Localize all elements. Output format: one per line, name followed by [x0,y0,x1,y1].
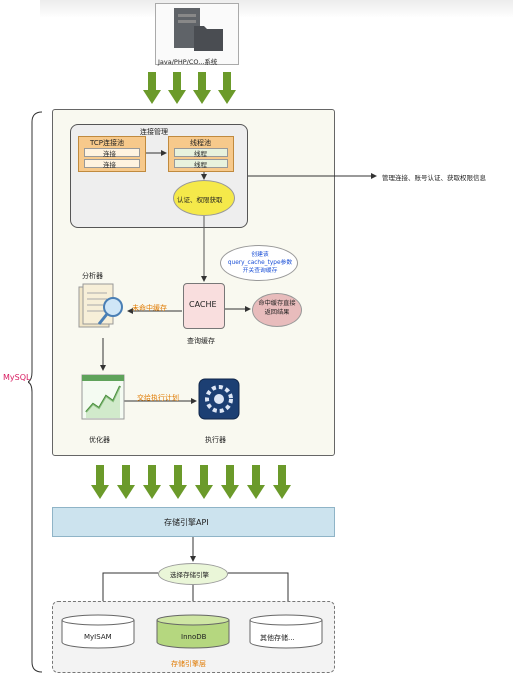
down-arrow-icon [193,72,211,104]
executor-label: 执行器 [205,436,226,444]
connection-management-title: 连接管理 [140,128,168,136]
parser-label: 分析器 [82,272,103,280]
parser-icon [78,283,123,328]
innodb-cylinder-icon [156,614,230,649]
query-cache-label: 查询缓存 [187,337,215,345]
thread-pool-label: 线程池 [190,139,211,147]
down-arrow-icon [273,465,291,499]
server-icon [174,8,223,51]
engine-innodb-label: InnoDB [181,633,207,641]
cache-miss-label: 未命中缓存 [132,304,167,312]
tcp-connection-item [84,148,140,157]
optimizer-icon [81,374,125,420]
execution-plan-label: 交给执行计划 [137,394,179,402]
down-arrow-icon [169,465,187,499]
down-arrow-icon [221,465,239,499]
executor-icon [198,378,240,420]
down-arrow-icon [117,465,135,499]
cache-hit-node [252,293,302,327]
tcp-connection-label: 连接 [103,161,116,169]
optimizer-label: 优化器 [89,436,110,444]
engine-other-label: 其他存储... [260,634,295,642]
other-engine-cylinder-icon [249,614,323,649]
auth-node [173,180,235,216]
middle-arrows [91,465,291,499]
tcp-connection-item [84,159,140,168]
down-arrow-icon [218,72,236,104]
storage-engine-api [52,507,335,537]
cache-note-bubble [220,245,298,281]
down-arrow-icon [168,72,186,104]
thread-label: 线程 [194,161,207,169]
down-arrow-icon [195,465,213,499]
engine-selector-label: 选择存储引擎 [170,571,209,579]
cache-box-label: CACHE [189,300,217,309]
mysql-bracket [28,111,43,673]
connection-side-note: 管理连接、账号认证、获取权限信息 [382,174,486,182]
top-arrows [143,72,236,104]
auth-label: 认证、权限获取 [177,196,223,204]
down-arrow-icon [143,72,161,104]
tcp-connection-label: 连接 [103,150,116,158]
cache-note-label: 创建该query_cache_type参数开关查询缓存 [227,252,293,274]
tcp-pool-label: TCP连接池 [90,139,124,147]
client-system-label: Java/PHP/CO...系统 [158,58,218,66]
mysql-label: MySQL [3,373,31,382]
thread-item [174,159,228,168]
myisam-cylinder-icon [61,614,135,649]
thread-item [174,148,228,157]
storage-engine-layer-label: 存储引擎层 [171,660,206,668]
cache-box [183,283,225,329]
down-arrow-icon [143,465,161,499]
client-system-box: Java/PHP/CO...系统 [155,3,239,66]
storage-engine-api-label: 存储引擎API [164,518,209,527]
cache-hit-label: 命中缓存直接返回结果 [258,300,296,316]
thread-label: 线程 [194,150,207,158]
down-arrow-icon [91,465,109,499]
engine-selector [158,563,228,585]
down-arrow-icon [247,465,265,499]
engine-myisam-label: MyISAM [84,633,112,641]
